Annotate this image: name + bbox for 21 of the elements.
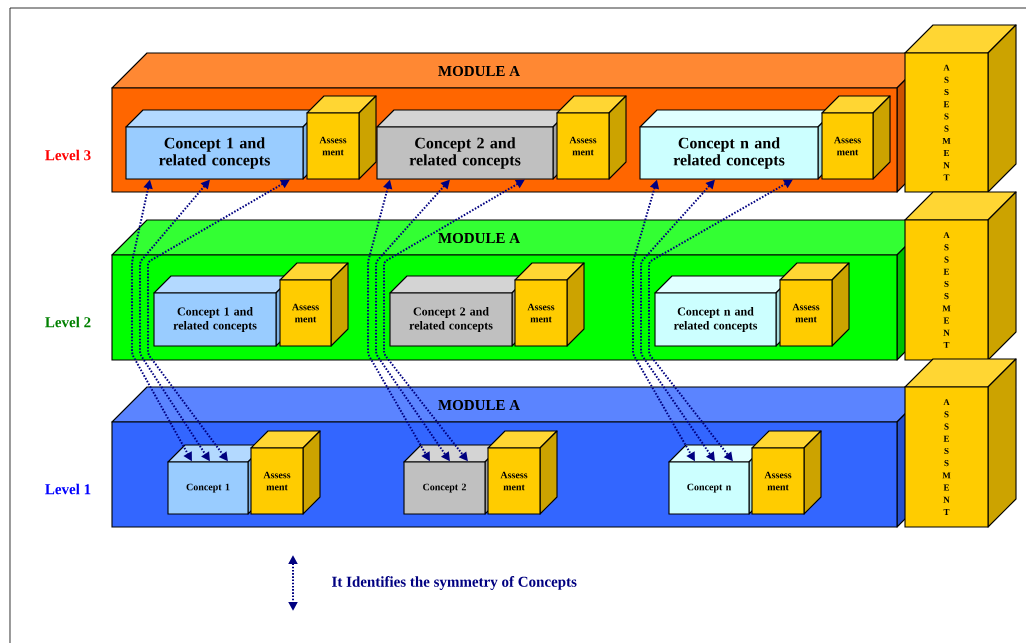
assessment-box: Assess ment bbox=[514, 262, 585, 347]
node-label: MODULE A bbox=[438, 65, 520, 77]
concept-box: Concept 1 and related concepts bbox=[125, 109, 321, 180]
assessment-block: ASSESSMENT bbox=[904, 24, 1017, 193]
assessment-box: Assess ment bbox=[487, 430, 558, 515]
assessment-box: Assess ment bbox=[779, 262, 850, 347]
assessment-box: Assess ment bbox=[306, 95, 377, 180]
assessment-box: Assess ment bbox=[821, 95, 891, 180]
level-label: Level 2 bbox=[45, 316, 91, 328]
assessment-box: Assess ment bbox=[556, 95, 627, 180]
node-label: MODULE A bbox=[438, 399, 520, 411]
level-label: Level 3 bbox=[45, 149, 91, 161]
node-label: MODULE A bbox=[438, 232, 520, 244]
assessment-box: Assess ment bbox=[751, 430, 822, 515]
assessment-box: Assess ment bbox=[279, 262, 349, 347]
concept-box: Concept 2 and related concepts bbox=[376, 109, 571, 180]
assessment-box: Assess ment bbox=[250, 430, 321, 515]
assessment-block: ASSESSMENT bbox=[904, 191, 1017, 361]
legend-text: It Identifies the symmetry of Concepts bbox=[332, 576, 577, 590]
assessment-block: ASSESSMENT bbox=[904, 358, 1017, 528]
level-label: Level 1 bbox=[45, 483, 91, 495]
